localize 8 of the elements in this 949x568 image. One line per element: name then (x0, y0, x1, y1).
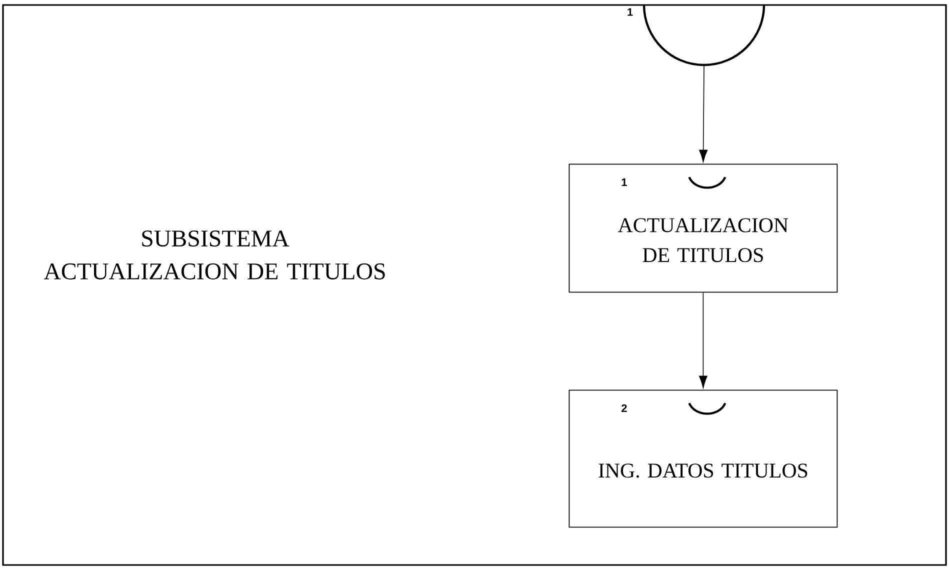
arrow (699, 66, 708, 162)
step-number: 2 (622, 404, 627, 412)
step-number: 1 (628, 8, 633, 16)
box-label: ACTUALIZACION DE TITULOS (618, 218, 788, 262)
box-label: ING. DATOS TITULOS (598, 464, 808, 478)
title-text: SUBSISTEMA ACTUALIZACION DE TITULOS (44, 230, 385, 280)
arrow (698, 292, 708, 388)
step-number: 1 (622, 178, 627, 186)
